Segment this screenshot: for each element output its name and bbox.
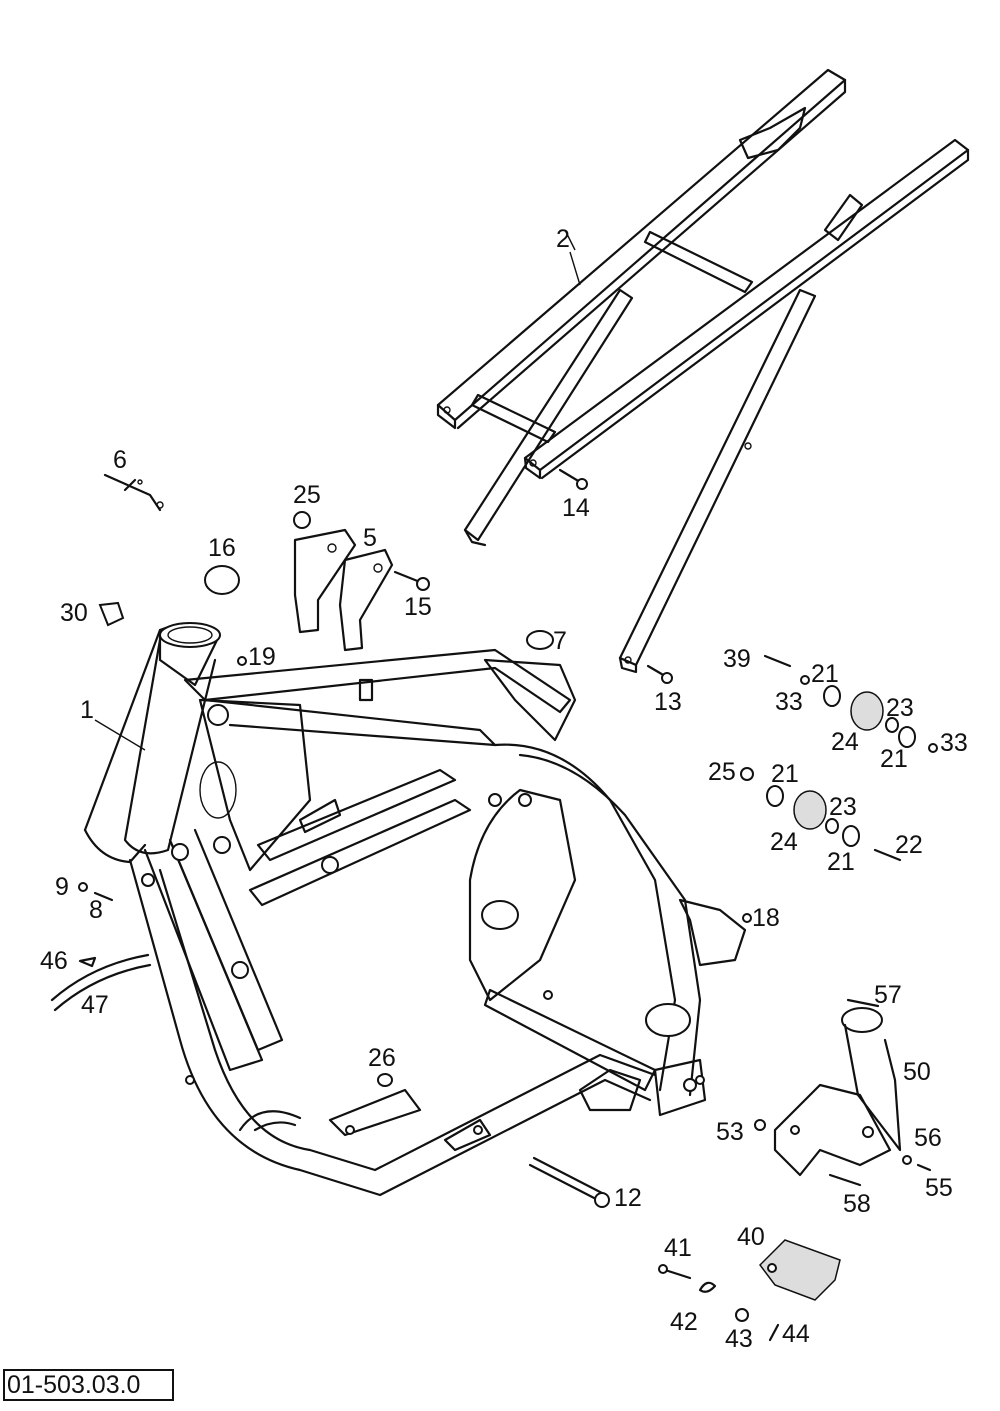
part-44-cotter [768, 1323, 780, 1342]
label-30: 30 [60, 599, 88, 627]
label-6: 6 [113, 446, 127, 474]
label-1: 1 [80, 696, 94, 724]
label-5: 5 [363, 524, 377, 552]
part-47-hose [50, 953, 152, 1012]
label-16: 16 [208, 534, 236, 562]
label-46: 46 [40, 947, 68, 975]
label-39: 39 [723, 645, 751, 673]
label-41: 41 [664, 1234, 692, 1262]
label-15: 15 [404, 593, 432, 621]
label-24a: 24 [831, 728, 859, 756]
part-40-footpeg [759, 1239, 841, 1301]
label-22: 22 [895, 831, 923, 859]
label-18: 18 [752, 904, 780, 932]
rear-subframe [436, 68, 970, 674]
label-24b: 24 [770, 828, 798, 856]
part-13-bolt [646, 664, 673, 684]
label-43: 43 [725, 1325, 753, 1353]
part-25-bushing [293, 511, 311, 529]
label-23b: 23 [829, 793, 857, 821]
label-13: 13 [654, 688, 682, 716]
part-30-fitting [98, 601, 125, 627]
part-8-bolt [93, 891, 114, 902]
label-58: 58 [843, 1190, 871, 1218]
label-40: 40 [737, 1223, 765, 1251]
part-56-washer [902, 1155, 912, 1165]
label-9: 9 [55, 873, 69, 901]
part-43-washer [735, 1308, 749, 1322]
label-57: 57 [874, 981, 902, 1009]
label-47: 47 [81, 991, 109, 1019]
label-25: 25 [293, 481, 321, 509]
leader-lines [94, 251, 581, 751]
part-46-clamp [78, 956, 97, 968]
label-50: 50 [903, 1058, 931, 1086]
label-53: 53 [716, 1118, 744, 1146]
part-14-bolt [558, 468, 588, 490]
drawing-code: 01-503.03.0 [3, 1369, 174, 1401]
part-42-spring [698, 1281, 717, 1293]
main-frame [83, 622, 747, 1197]
part-6-sensor [103, 473, 164, 512]
part-16-cap [204, 565, 240, 595]
part-55-screw [916, 1163, 932, 1172]
part-50-reservoir [773, 998, 902, 1177]
label-55: 55 [925, 1174, 953, 1202]
label-23a: 23 [886, 694, 914, 722]
part-41-pin [658, 1264, 692, 1280]
callouts: 2 6 25 14 16 5 15 30 7 19 1 39 21 13 33 … [40, 225, 968, 1353]
part-58-screw [828, 1173, 862, 1187]
label-19: 19 [248, 643, 276, 671]
part-18-nut [742, 913, 752, 923]
label-2: 2 [556, 225, 570, 253]
part-5-brackets [293, 528, 394, 652]
label-7: 7 [553, 627, 567, 655]
part-19-nut [237, 656, 247, 666]
label-8: 8 [89, 896, 103, 924]
part-12-bolt [528, 1156, 610, 1208]
label-44: 44 [782, 1320, 810, 1348]
label-56: 56 [914, 1124, 942, 1152]
label-33b: 33 [940, 729, 968, 757]
part-9-washer [78, 882, 88, 892]
label-21c: 21 [771, 760, 799, 788]
part-15-bolt [393, 570, 430, 591]
label-21a: 21 [811, 660, 839, 688]
part-26-bushing [377, 1073, 393, 1087]
label-33a: 33 [775, 688, 803, 716]
bushing-set [740, 654, 938, 862]
label-12: 12 [614, 1184, 642, 1212]
label-42: 42 [670, 1308, 698, 1336]
label-21d: 21 [827, 848, 855, 876]
label-26: 26 [368, 1044, 396, 1072]
part-7-cap [526, 630, 554, 650]
label-25b: 25 [708, 758, 736, 786]
part-53-bushing [754, 1119, 766, 1131]
label-21b: 21 [880, 745, 908, 773]
label-14: 14 [562, 494, 590, 522]
